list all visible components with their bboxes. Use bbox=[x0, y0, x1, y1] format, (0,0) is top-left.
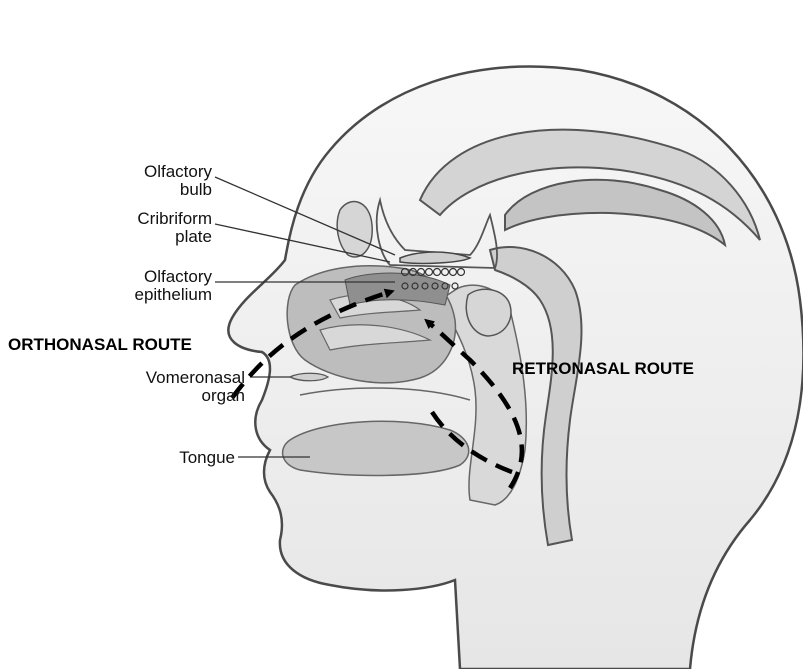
label-vomeronasal-organ: Vomeronasal organ bbox=[100, 369, 245, 405]
vomeronasal-organ-shape bbox=[290, 373, 328, 381]
orthonasal-route-label: ORTHONASAL ROUTE bbox=[8, 335, 192, 355]
label-olfactory-bulb: Olfactory bulb bbox=[100, 163, 212, 199]
label-tongue: Tongue bbox=[100, 449, 235, 467]
sphenoid-sinus bbox=[466, 289, 511, 336]
frontal-sinus bbox=[337, 202, 372, 257]
label-olfactory-epithelium: Olfactory epithelium bbox=[100, 268, 212, 304]
retronasal-route-label: RETRONASAL ROUTE bbox=[512, 359, 694, 379]
label-cribriform-plate: Cribriform plate bbox=[100, 210, 212, 246]
